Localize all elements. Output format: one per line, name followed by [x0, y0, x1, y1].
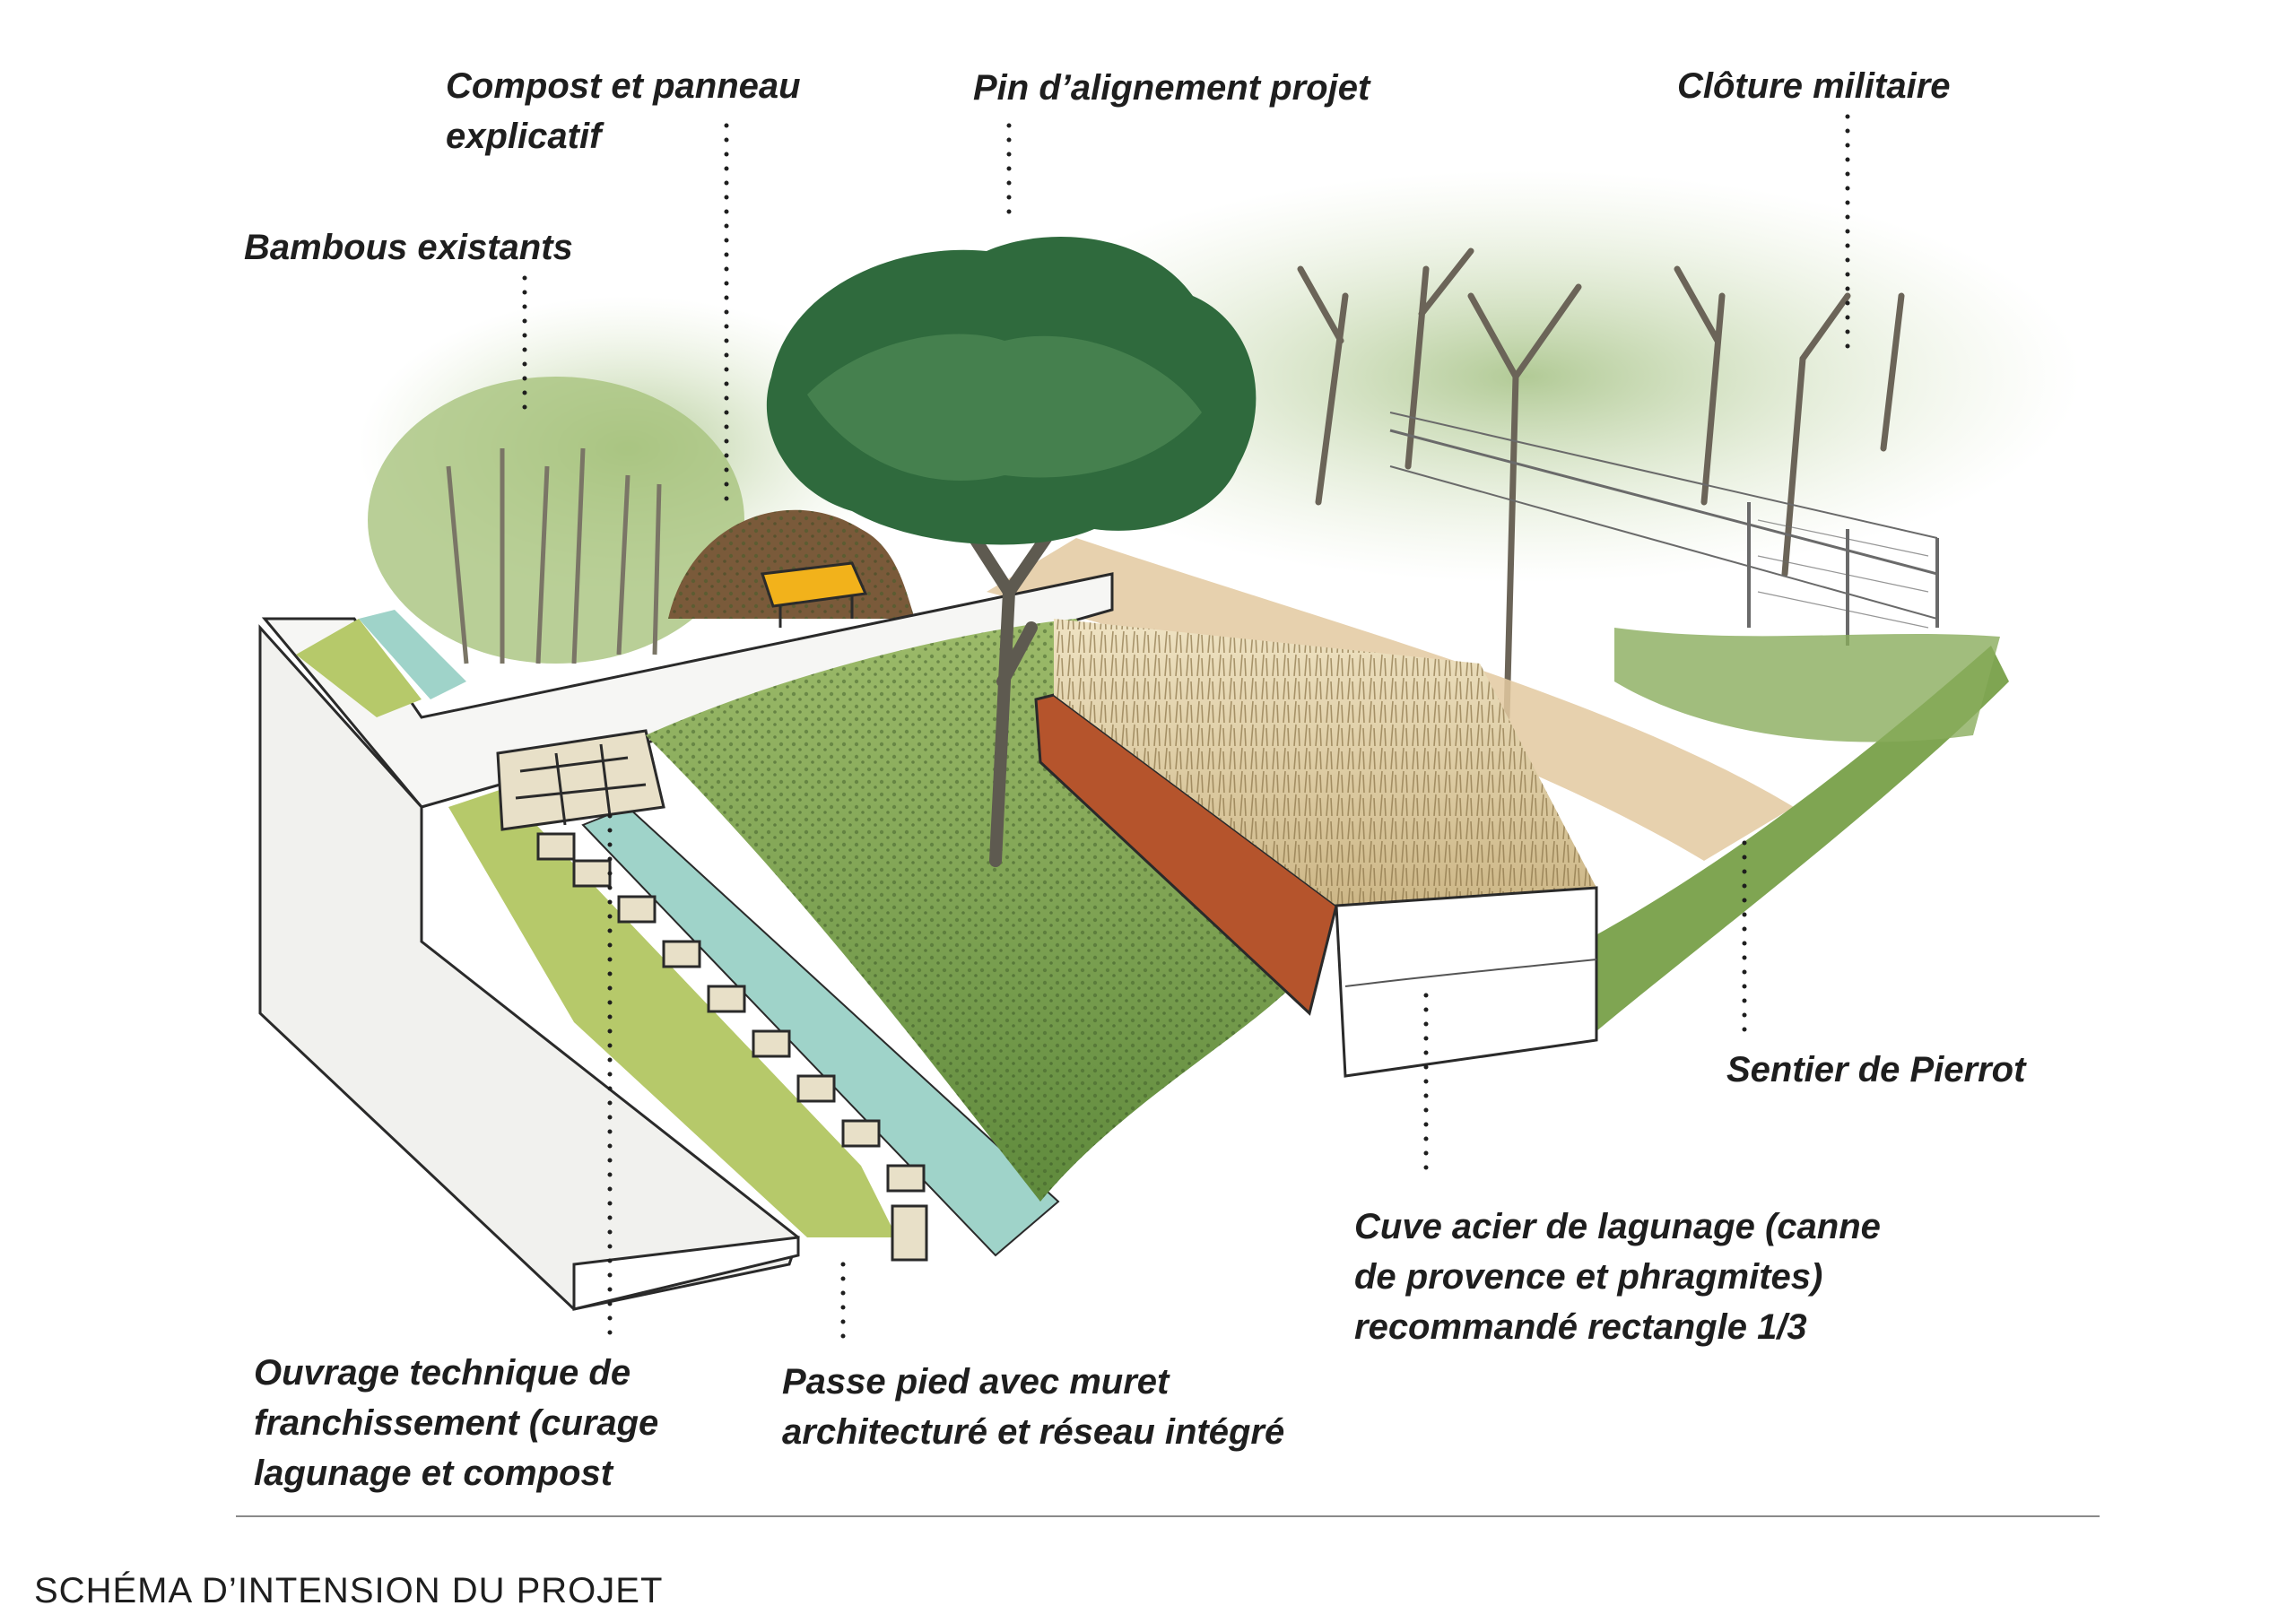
steel-lagoon-tank [1034, 619, 1598, 1078]
label-line: recommandé rectangle 1/3 [1354, 1307, 1807, 1347]
label-technical-crossing: Ouvrage technique de franchissement (cur… [254, 1348, 658, 1498]
footer-divider [236, 1515, 2100, 1517]
bamboo-grove [368, 377, 744, 664]
stone-pine-tree [766, 237, 1257, 867]
label-line: Cuve acier de lagunage (canne [1354, 1207, 1881, 1246]
label-alignment-pine: Pin d’alignement projet [973, 68, 1370, 108]
label-steel-tank: Cuve acier de lagunage (canne de provenc… [1354, 1202, 1881, 1352]
label-line: Compost et panneau [446, 66, 801, 106]
label-pierrot-path: Sentier de Pierrot [1726, 1050, 2026, 1089]
explanatory-sign [760, 561, 868, 628]
stone-wall-footbridge [496, 729, 928, 1262]
label-military-fence: Clôture militaire [1677, 66, 1951, 106]
label-footbridge: Passe pied avec muret architecturé et ré… [782, 1357, 1284, 1457]
label-line: Ouvrage technique de [254, 1353, 631, 1393]
label-existing-bamboo: Bambous existants [244, 228, 573, 267]
concrete-walkway [258, 572, 1114, 1311]
figure-title: SCHÉMA D’INTENSION DU PROJET [34, 1571, 664, 1610]
label-line: architecturé et réseau intégré [782, 1412, 1285, 1452]
grass-strip [296, 619, 897, 1237]
label-line: explicatif [446, 117, 602, 156]
label-line: lagunage et compost [254, 1454, 613, 1493]
label-line: de provence et phragmites) [1354, 1257, 1823, 1297]
military-fence [1389, 412, 1939, 646]
label-compost-and-sign: Compost et panneau explicatif [446, 61, 801, 161]
leader-lines [522, 114, 1850, 1343]
label-line: franchissement (curage [254, 1403, 659, 1443]
label-line: Passe pied avec muret [782, 1362, 1170, 1402]
